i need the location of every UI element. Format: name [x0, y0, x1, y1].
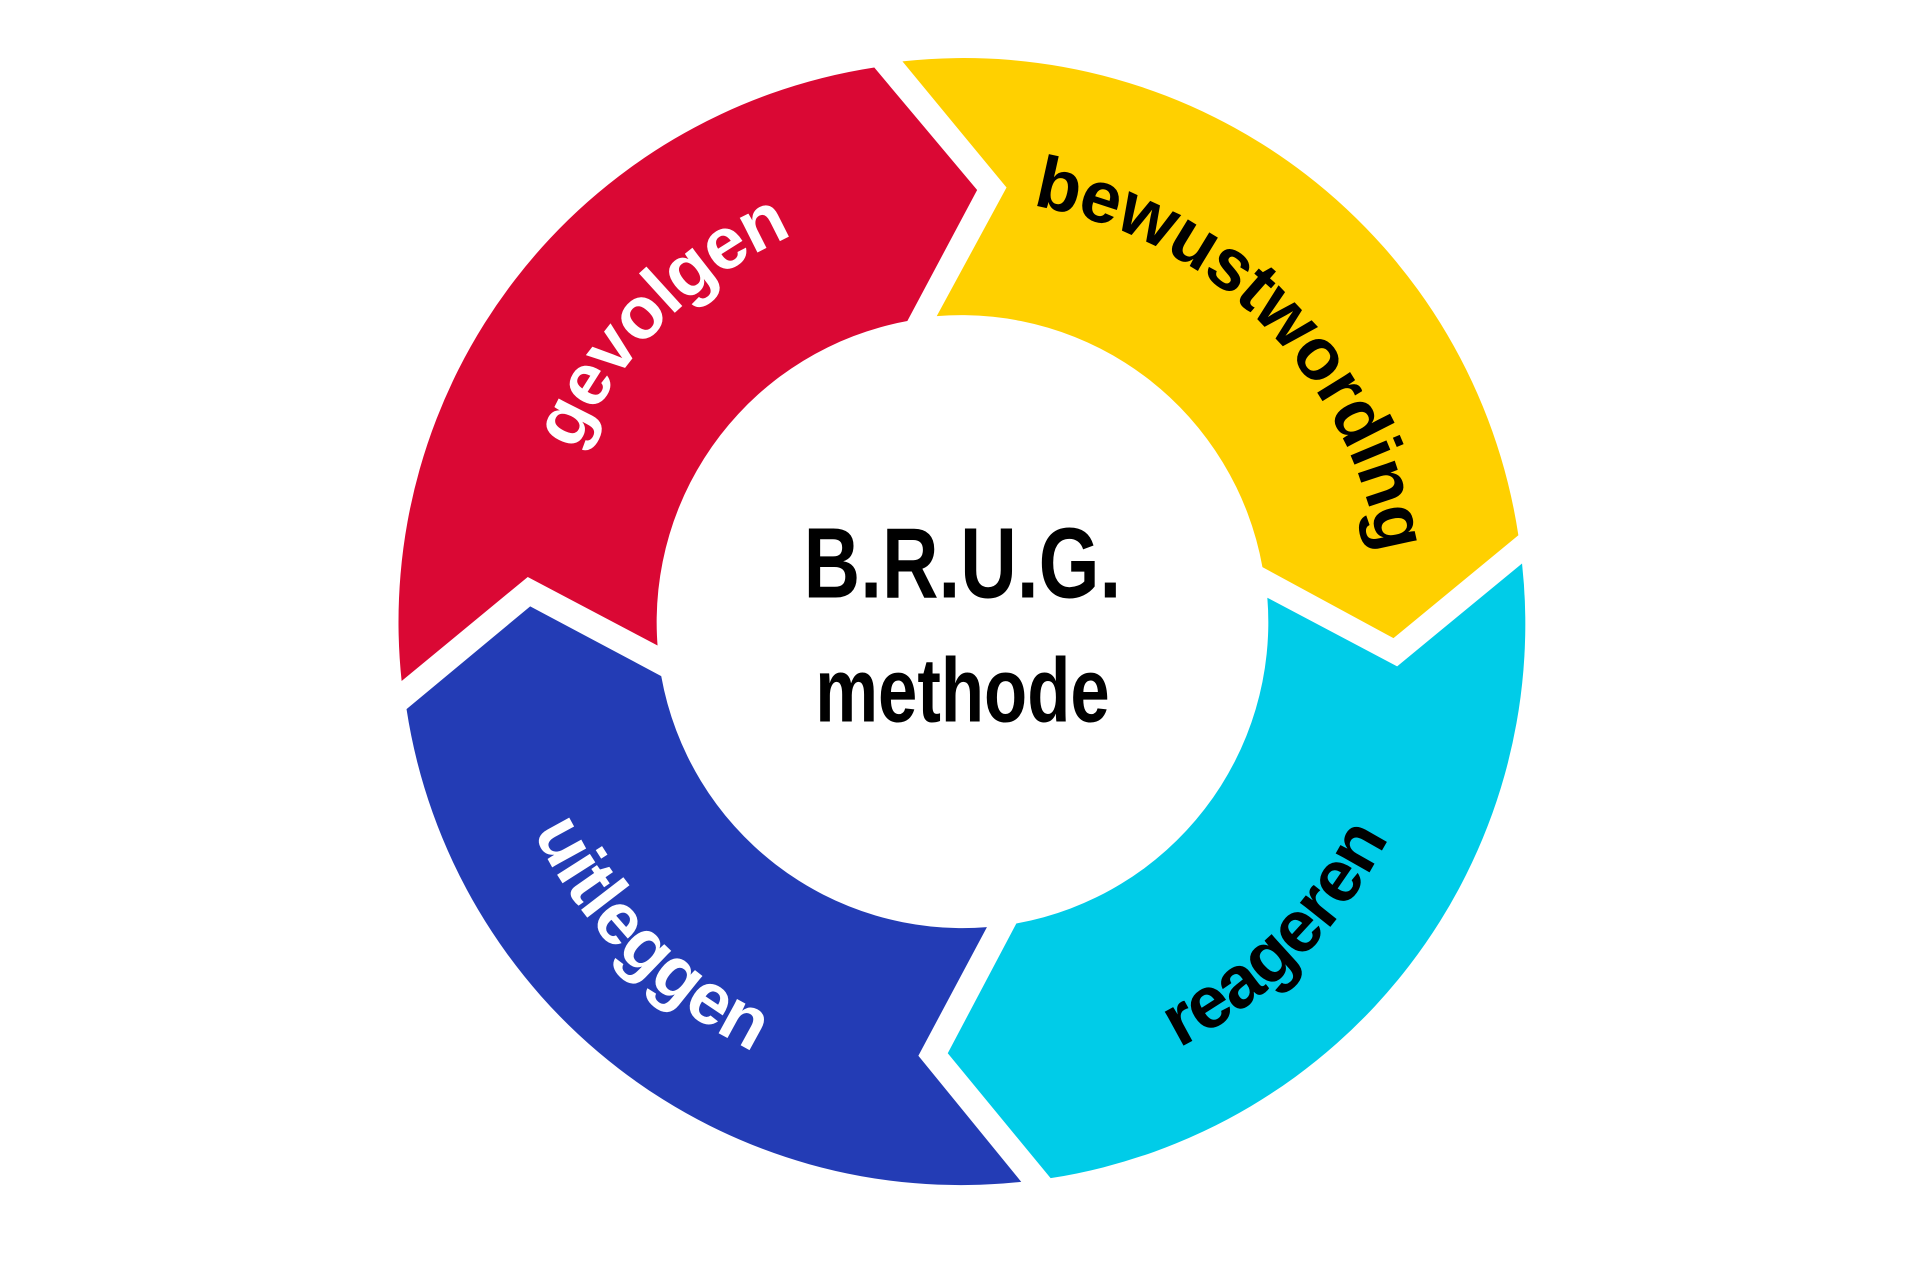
- segment-bewustwording: [902, 58, 1519, 639]
- diagram-subtitle: methode: [815, 640, 1109, 741]
- segment-reageren: [947, 563, 1526, 1179]
- segment-uitleggen: [406, 606, 1022, 1186]
- segment-gevolgen: [398, 67, 978, 682]
- diagram-title: B.R.U.G.: [804, 507, 1122, 620]
